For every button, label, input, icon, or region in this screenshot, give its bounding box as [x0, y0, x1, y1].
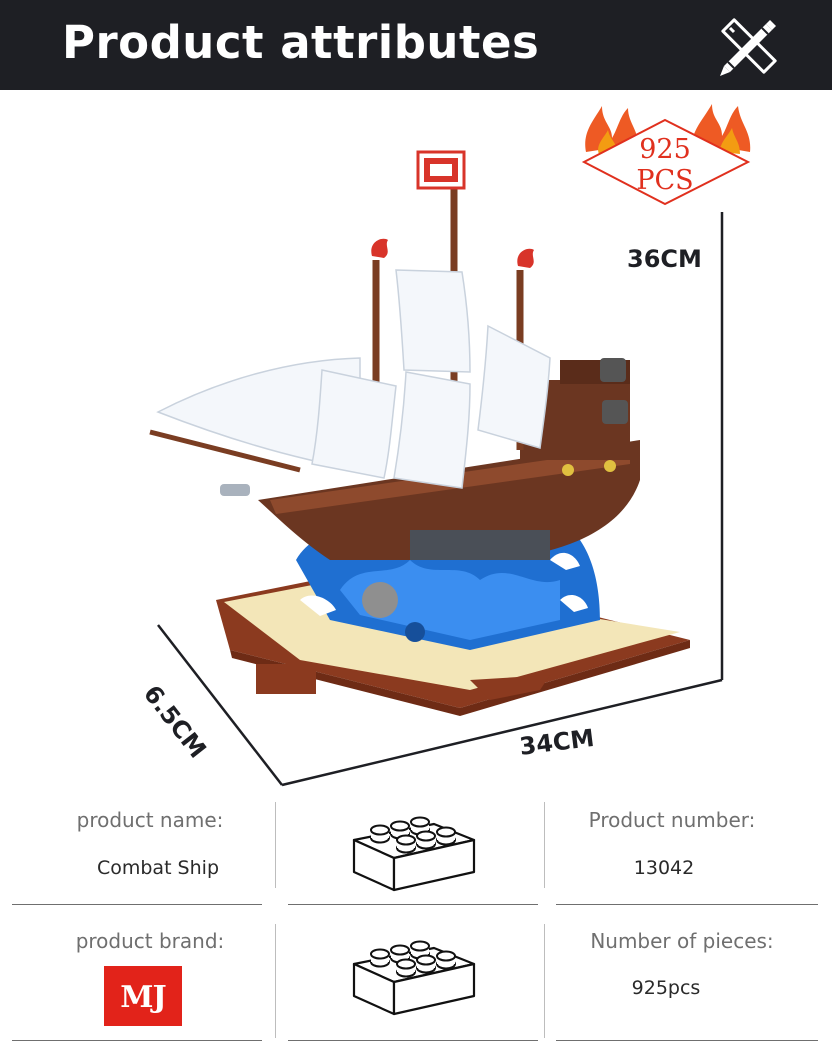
brand-logo-text: MJ: [120, 980, 166, 1015]
product-name-label: product name:: [76, 808, 224, 832]
row-divider: [288, 904, 538, 905]
row-divider: [12, 1040, 262, 1041]
ship-flag: [416, 150, 466, 190]
stern-lanterns: [220, 358, 628, 496]
row-divider: [12, 904, 262, 905]
mast-flames: [371, 238, 534, 268]
piece-count-badge: 925 PCS: [580, 92, 770, 212]
row-divider: [556, 904, 818, 905]
pencil-ruler-icon: [720, 18, 777, 76]
brand-logo: MJ: [104, 966, 182, 1026]
product-number-value: 13042: [633, 857, 695, 879]
row-divider: [288, 1040, 538, 1041]
flame-icon: [581, 104, 751, 206]
ship-sails: [156, 269, 551, 489]
product-name-value: Combat Ship: [96, 857, 220, 879]
dimension-lines: [157, 212, 724, 787]
number-of-pieces-value: 925pcs: [631, 977, 701, 999]
column-divider: [275, 802, 276, 888]
dimension-height: 36CM: [627, 245, 702, 273]
column-divider: [275, 924, 276, 1038]
badge-count: 925: [639, 134, 691, 165]
column-divider: [544, 924, 545, 1038]
column-divider: [544, 802, 545, 888]
product-brand-label: product brand:: [75, 929, 225, 953]
row-divider: [556, 1040, 818, 1041]
product-number-label: Product number:: [588, 808, 756, 832]
lego-brick-icon: [352, 816, 476, 892]
product-illustration: [149, 150, 724, 787]
header-bar: Product attributes: [0, 0, 832, 90]
lego-brick-icon: [352, 940, 476, 1016]
badge-unit: PCS: [636, 165, 694, 196]
number-of-pieces-label: Number of pieces:: [590, 929, 774, 953]
page-title: Product attributes: [62, 16, 540, 69]
